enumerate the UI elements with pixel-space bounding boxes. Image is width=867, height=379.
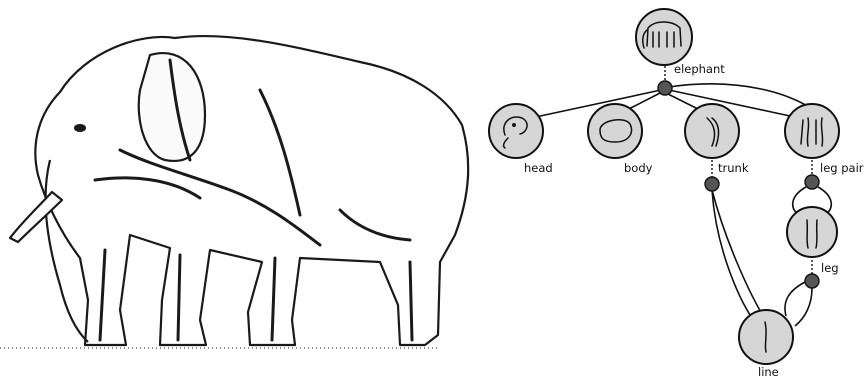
part-graph: elephant head body [489, 9, 864, 379]
label-leg: leg [821, 261, 839, 275]
edge-trunkjoint-line-a [712, 190, 762, 314]
node-elephant-circle [636, 9, 692, 65]
joint-elephant [658, 81, 672, 95]
edge-legjoint-line-b [795, 288, 812, 326]
node-trunk-circle [685, 104, 739, 158]
joint-trunk [705, 177, 719, 191]
joint-leg-pair [805, 175, 819, 189]
label-head: head [524, 161, 553, 175]
node-leg-circle [787, 207, 837, 257]
label-line: line [758, 365, 779, 379]
label-elephant: elephant [674, 62, 725, 76]
graph-edges [531, 66, 834, 326]
node-leg: leg [787, 207, 839, 275]
label-leg-pair: leg pair [820, 161, 864, 175]
label-trunk: trunk [718, 161, 749, 175]
node-trunk: trunk [685, 104, 749, 175]
node-leg-pair: leg pair [785, 104, 864, 175]
edge-legjoint-line-a [785, 282, 805, 316]
node-body: body [588, 104, 653, 175]
joint-leg [805, 274, 819, 288]
node-leg-pair-circle [785, 104, 839, 158]
label-body: body [624, 161, 653, 175]
node-line: line [739, 310, 793, 379]
node-elephant: elephant [636, 9, 725, 76]
node-head-circle [489, 104, 543, 158]
elephant-illusion-image [0, 36, 468, 348]
elephant-eye [74, 124, 86, 132]
node-body-circle [588, 104, 642, 158]
elephant-body-silhouette [10, 36, 468, 345]
